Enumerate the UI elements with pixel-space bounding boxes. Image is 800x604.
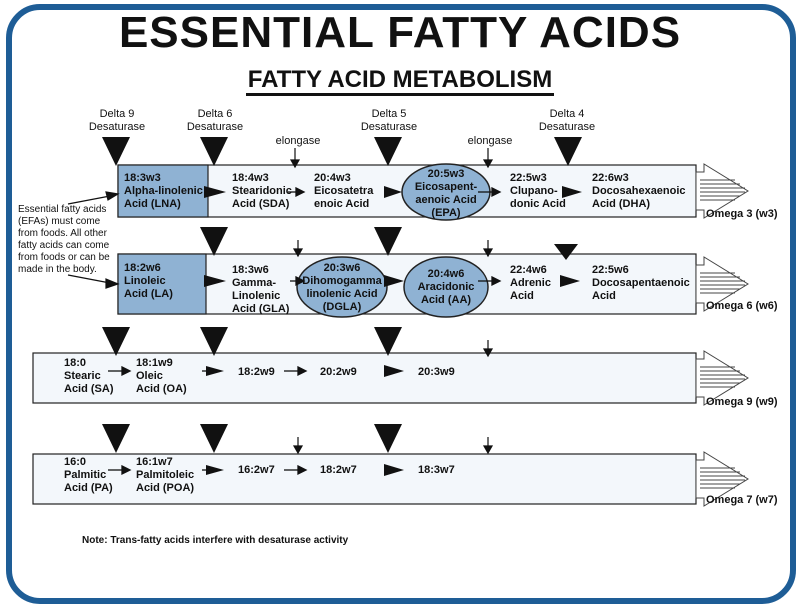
elongase-label-1: elongase [275,135,321,147]
conversion-arrows [108,186,582,476]
omega3-label: Omega 3 (w3) [706,208,778,220]
omega6-dpa: 22:5w6 Docosapentaenoic Acid [592,264,690,302]
omega6-dgla: 20:3w6 Dihomogamma linolenic Acid (DGLA) [302,262,382,313]
omega6-arrowhead [695,256,749,312]
dgla-ellipse [296,256,388,318]
omega7-arrowhead [695,451,749,507]
omega7-18-3: 18:3w7 [418,464,455,476]
elongase-markers [289,148,494,455]
delta5-label: Delta 5 Desaturase [360,108,418,133]
omega6-gla: 18:3w6 Gamma- Linolenic Acid (GLA) [232,264,290,315]
omega9-label: Omega 9 (w9) [706,396,778,408]
omega3-epa: 20:5w3 Eicosapent- aenoic Acid (EPA) [414,168,478,219]
trans-fat-note: Note: Trans-fatty acids interfere with d… [82,535,349,546]
page-subtitle: FATTY ACID METABOLISM [0,66,800,96]
omega6-adrenic: 22:4w6 Adrenic Acid [510,264,551,302]
omega3-dha: 22:6w3 Docosahexaenoic Acid (DHA) [592,172,686,210]
omega9-oa: 18:1w9 Oleic Acid (OA) [136,357,187,395]
omega9-row [32,352,697,404]
omega6-label: Omega 6 (w6) [706,300,778,312]
omega7-pa: 16:0 Palmitic Acid (PA) [64,456,113,494]
efa-pointer-arrows [67,191,120,289]
omega7-poa: 16:1w7 Palmitoleic Acid (POA) [136,456,195,494]
omega9-20-2: 20:2w9 [320,366,357,378]
delta4-label: Delta 4 Desaturase [538,108,596,133]
subtitle-text: FATTY ACID METABOLISM [245,66,555,96]
page-title: ESSENTIAL FATTY ACIDS [118,8,682,57]
omega7-row [32,453,697,505]
omega9-18-2: 18:2w9 [238,366,275,378]
omega3-lna: 18:3w3 Alpha-linolenic Acid (LNA) [124,172,203,210]
omega7-16-2: 16:2w7 [238,464,275,476]
aa-ellipse [403,256,489,318]
omega3-eta: 20:4w3 Eicosatetra enoic Acid [314,172,374,210]
omega6-highlight [117,253,207,315]
omega6-la: 18:2w6 Linoleic Acid (LA) [124,262,173,300]
omega9-20-3: 20:3w9 [418,366,455,378]
elongase-label-2: elongase [467,135,513,147]
omega9-sa: 18:0 Stearic Acid (SA) [64,357,114,395]
omega7-label: Omega 7 (w7) [706,494,778,506]
omega3-sda: 18:4w3 Stearidonic Acid (SDA) [232,172,292,210]
desaturase-markers [102,137,582,453]
omega3-dpa: 22:5w3 Clupano- donic Acid [510,172,566,210]
omega7-18-2: 18:2w7 [320,464,357,476]
omega6-aa: 20:4w6 Aracidonic Acid (AA) [417,268,475,306]
delta6-label: Delta 6 Desaturase [186,108,244,133]
omega3-arrowhead [695,163,749,219]
omega9-arrowhead [695,350,749,406]
delta9-label: Delta 9 Desaturase [88,108,146,133]
efa-note: Essential fatty acids (EFAs) must come f… [18,204,110,275]
